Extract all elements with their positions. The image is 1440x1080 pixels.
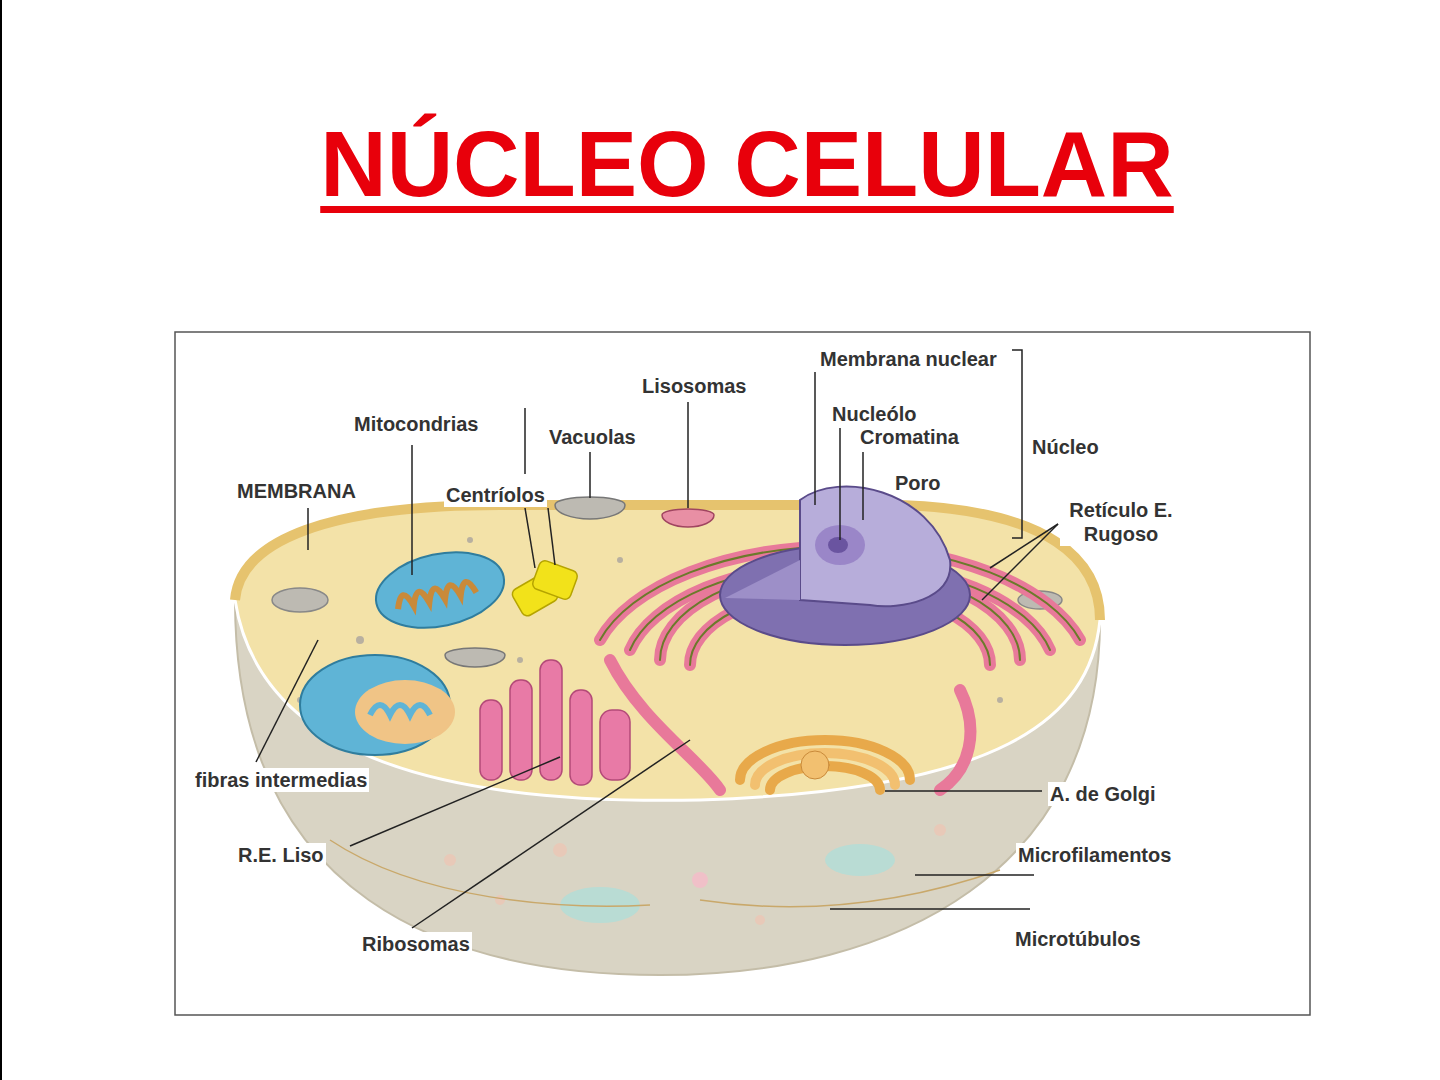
part-label: Retículo E. Rugoso bbox=[1060, 498, 1182, 546]
golgi bbox=[740, 740, 910, 790]
part-label: Poro bbox=[893, 471, 943, 495]
part-label: Núcleo bbox=[1030, 435, 1101, 459]
cell-body bbox=[235, 505, 1100, 975]
page-title: NÚCLEO CELULAR bbox=[247, 112, 1247, 217]
part-label: Nucleólo bbox=[830, 402, 918, 426]
part-label: Microfilamentos bbox=[1016, 843, 1173, 867]
part-label: Lisosomas bbox=[640, 374, 748, 398]
part-label: fibras intermedias bbox=[193, 768, 369, 792]
part-label: R.E. Liso bbox=[236, 843, 326, 867]
part-label: Ribosomas bbox=[360, 932, 472, 956]
part-label: Centríolos bbox=[444, 483, 547, 507]
lysosome bbox=[662, 509, 714, 527]
smooth-er bbox=[480, 660, 630, 785]
frame bbox=[175, 332, 1310, 1015]
part-label: MEMBRANA bbox=[235, 479, 358, 503]
part-label: Membrana nuclear bbox=[818, 347, 999, 371]
part-label: Vacuolas bbox=[547, 425, 638, 449]
nucleus bbox=[720, 487, 970, 646]
part-label: Cromatina bbox=[858, 425, 961, 449]
part-label: A. de Golgi bbox=[1048, 782, 1158, 806]
part-label: Microtúbulos bbox=[1013, 927, 1143, 951]
page-edge bbox=[0, 0, 2, 1080]
part-label: Mitocondrias bbox=[352, 412, 480, 436]
leader-lines bbox=[256, 350, 1058, 928]
centrioles bbox=[510, 559, 579, 618]
